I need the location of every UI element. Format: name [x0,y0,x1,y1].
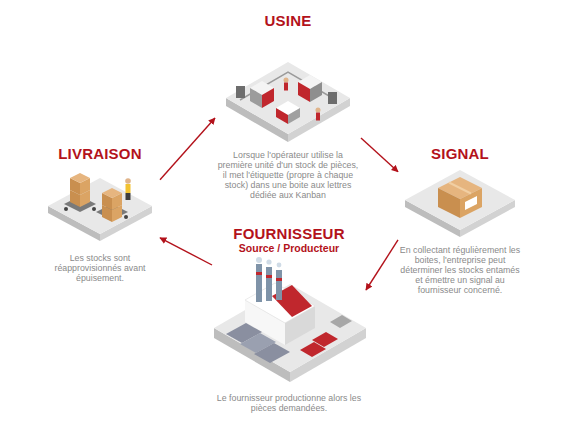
node-heading: SIGNAL [398,145,522,162]
vehicle [300,342,326,357]
cart-wheel [124,215,128,219]
container [254,343,290,363]
cardboard-box [102,188,122,198]
box-label [465,196,477,210]
process-node: SIGNAL En collectant régulièrement les bo… [398,145,522,302]
node-heading: LIVRAISON [40,145,160,162]
platform-top [405,170,515,230]
chimney [256,264,262,302]
process-node: USINE Lorsque l'opérateur utilise la prem… [215,12,361,212]
worker [316,113,320,121]
cart-wheel [92,207,96,211]
machine [276,108,288,124]
machine [250,88,262,108]
cart-wheel [64,207,68,211]
process-node: FOURNISSEURSource / Producteur Le fournis… [212,225,366,425]
machine [328,92,337,104]
platform-top [48,178,152,234]
worker [284,83,288,91]
signal-platform [405,170,515,237]
node-heading: FOURNISSEUR [212,225,366,242]
node-description: Lorsque l'opérateur utilise la première … [215,150,361,200]
smoke [266,259,271,264]
node-description: Les stocks sont réapprovisionnés avant é… [40,253,160,283]
platform-top [214,284,366,372]
smoke [277,263,282,268]
worker [126,193,131,200]
machine [262,88,274,108]
process-node: LIVRAISON Les stocks sont réapprovisionné… [40,145,160,290]
flow-arrow [366,240,398,290]
node-description: Le fournisseur productionne alors les pi… [212,393,366,413]
node-description: En collectant régulièrement les boites, … [398,245,522,295]
vehicle [330,315,352,328]
supplier-platform [214,257,366,382]
factory-platform [226,62,350,142]
worker [316,108,321,113]
box-tape [449,183,471,194]
smoke [256,257,262,263]
flow-arrow [160,238,212,265]
worker [125,178,131,184]
machine [236,86,245,98]
platform-top [226,62,350,134]
machine [298,82,310,102]
machine [288,108,300,124]
delivery-platform [48,173,152,241]
cardboard-box [438,188,460,218]
worker [126,184,131,193]
flow-arrow [160,118,215,180]
chimney-band [276,278,282,281]
chimney [266,267,272,301]
node-subtitle: Source / Producteur [212,242,366,254]
machine [310,82,322,102]
chimney-band [256,272,262,275]
chimney [276,270,282,300]
node-heading: USINE [215,12,361,29]
flow-arrow [361,138,398,172]
chimney-band [266,275,272,278]
worker [284,78,289,83]
cardboard-box [70,173,90,183]
